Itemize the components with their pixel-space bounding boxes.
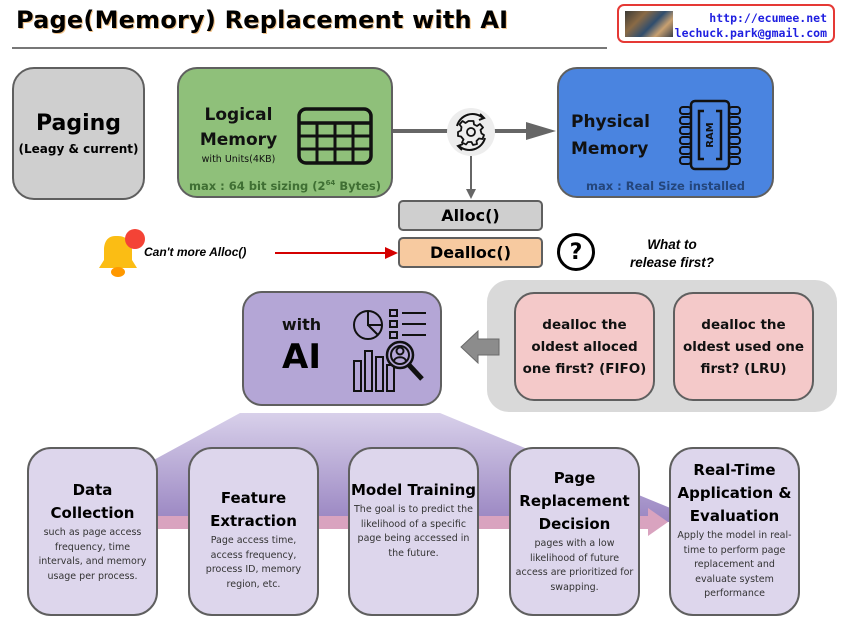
author-thumbnail <box>625 11 673 37</box>
notification-bell-icon <box>99 229 145 277</box>
gear-sync-icon <box>447 108 495 156</box>
ai-box: with AI <box>242 291 442 406</box>
step-description: The goal is to predict the likelihood of… <box>354 504 473 559</box>
arrow-left-icon <box>460 330 500 364</box>
connector-line <box>493 129 528 133</box>
alert-arrowhead-icon <box>385 247 398 259</box>
step-description: Apply the model in real-time to perform … <box>677 530 792 599</box>
paging-box: Paging (Leagy & current) <box>12 67 145 200</box>
logical-memory-footer: max : 64 bit sizing (264 Bytes) <box>189 179 381 193</box>
step-page-replacement-decision: Page Replacement Decision pages with a l… <box>509 447 640 616</box>
logical-memory-title: Logical Memory <box>199 105 278 150</box>
table-grid-icon <box>297 107 373 165</box>
contact-card: http://ecumee.net lechuck.park@gmail.com <box>617 4 835 43</box>
arrow-down-icon <box>466 189 476 199</box>
paging-subtitle: (Leagy & current) <box>18 142 139 156</box>
logical-memory-subtitle: with Units(4KB) <box>201 154 276 165</box>
step-real-time-application: Real-Time Application & Evaluation Apply… <box>669 447 800 616</box>
connector-line <box>393 129 448 133</box>
paging-title: Paging <box>35 111 122 136</box>
step-title: Model Training <box>351 481 476 499</box>
page-title: Page(Memory) Replacement with AI <box>16 6 509 34</box>
strategy-lru-card: dealloc the oldest used one first? (LRU) <box>673 292 814 401</box>
physical-memory-box: Physical Memory RAM max : Real Size inst… <box>557 67 774 198</box>
step-title: Data Collection <box>50 481 135 522</box>
question-text: What to release first? <box>629 237 715 270</box>
question-mark-icon: ? <box>557 233 595 271</box>
step-title: Feature Extraction <box>210 489 297 530</box>
svg-text:RAM: RAM <box>705 122 716 147</box>
step-description: Page access time, access frequency, proc… <box>205 535 302 590</box>
title-divider <box>12 47 607 49</box>
connector-line <box>470 156 472 192</box>
data-analytics-icon <box>353 309 426 392</box>
alert-arrow-line <box>275 252 387 254</box>
alert-message: Can't more Alloc() <box>144 245 247 259</box>
contact-url-link[interactable]: http://ecumee.net <box>709 11 827 25</box>
step-title: Page Replacement Decision <box>519 469 630 533</box>
step-description: such as page access frequency, time inte… <box>38 527 147 582</box>
ram-chip-icon: RAM <box>679 99 741 171</box>
arrow-right-icon <box>526 122 556 140</box>
strategy-fifo-card: dealloc the oldest alloced one first? (F… <box>514 292 655 401</box>
ai-with-label: with <box>281 315 322 334</box>
step-feature-extraction: Feature Extraction Page access time, acc… <box>188 447 319 616</box>
alloc-button[interactable]: Alloc() <box>398 200 543 231</box>
logical-memory-box: Logical Memory with Units(4KB) max : 64 … <box>177 67 393 198</box>
step-description: pages with a low likelihood of future ac… <box>515 538 634 593</box>
physical-memory-footer: max : Real Size installed <box>586 179 745 193</box>
contact-email-link[interactable]: lechuck.park@gmail.com <box>674 26 827 40</box>
physical-memory-title: Physical Memory <box>571 112 650 159</box>
step-title: Real-Time Application & Evaluation <box>677 461 792 525</box>
dealloc-button[interactable]: Dealloc() <box>398 237 543 268</box>
step-model-training: Model Training The goal is to predict th… <box>348 447 479 616</box>
ai-label: AI <box>282 337 321 377</box>
step-data-collection: Data Collection such as page access freq… <box>27 447 158 616</box>
